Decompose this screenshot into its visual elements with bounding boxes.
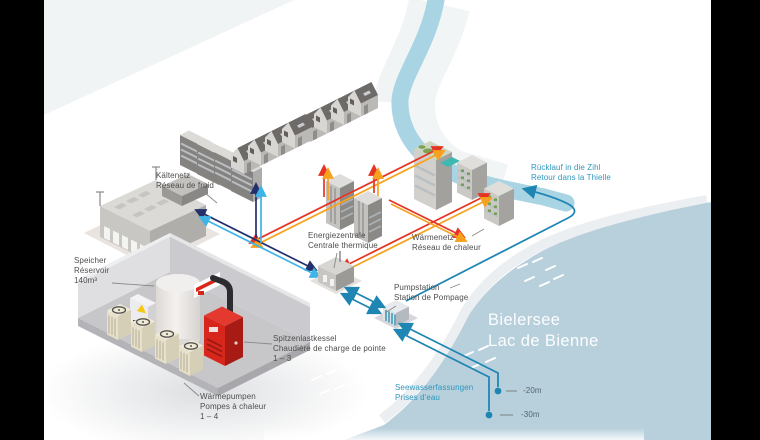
label-pump-station: Pumpstation Station de Pompage (394, 283, 469, 303)
label-water-intakes: Seewasserfassungen Prises d'eau (395, 383, 474, 403)
row-houses-front (231, 114, 312, 174)
wave-marks (311, 257, 564, 395)
cold-network-pipes (194, 182, 322, 278)
residential-block-1 (457, 155, 487, 200)
label-return-flow: Rücklauf in die Zihl Retour dans la Thie… (531, 163, 611, 183)
residential-block-2 (484, 181, 514, 226)
boiler-chimney (210, 275, 233, 315)
label-lake-name: Bielersee Lac de Bienne (488, 311, 599, 351)
label-intake-depth-30m: -30m (521, 410, 540, 419)
intake-pipes (392, 322, 502, 419)
lake (264, 202, 711, 440)
label-heat-pumps: Wärmepumpen Pompes à chaleur 1 – 4 (200, 392, 267, 422)
label-cold-network: Kältenetz Réseau de froid (156, 171, 214, 191)
heat-pump-units (107, 304, 203, 376)
isometric-illustration (44, 0, 711, 440)
row-houses-back (297, 82, 378, 142)
label-peak-boiler: Spitzenlastkessel Chaudière de charge de… (273, 334, 386, 364)
label-storage: Speicher Réservoir 140m³ (74, 256, 110, 286)
diagram-canvas: Kältenetz Réseau de froid Speicher Réser… (44, 0, 711, 440)
label-intake-depth-20m: -20m (523, 386, 542, 395)
label-heat-network: Wärmenetz Réseau de chaleur (412, 233, 481, 253)
intake-depth-markers (500, 390, 517, 416)
lake-water-pipes (339, 184, 576, 315)
peak-load-boiler (204, 306, 243, 366)
label-energy-center: Energiezentrale Centrale thermique (308, 231, 378, 251)
leader-lines (111, 191, 485, 397)
